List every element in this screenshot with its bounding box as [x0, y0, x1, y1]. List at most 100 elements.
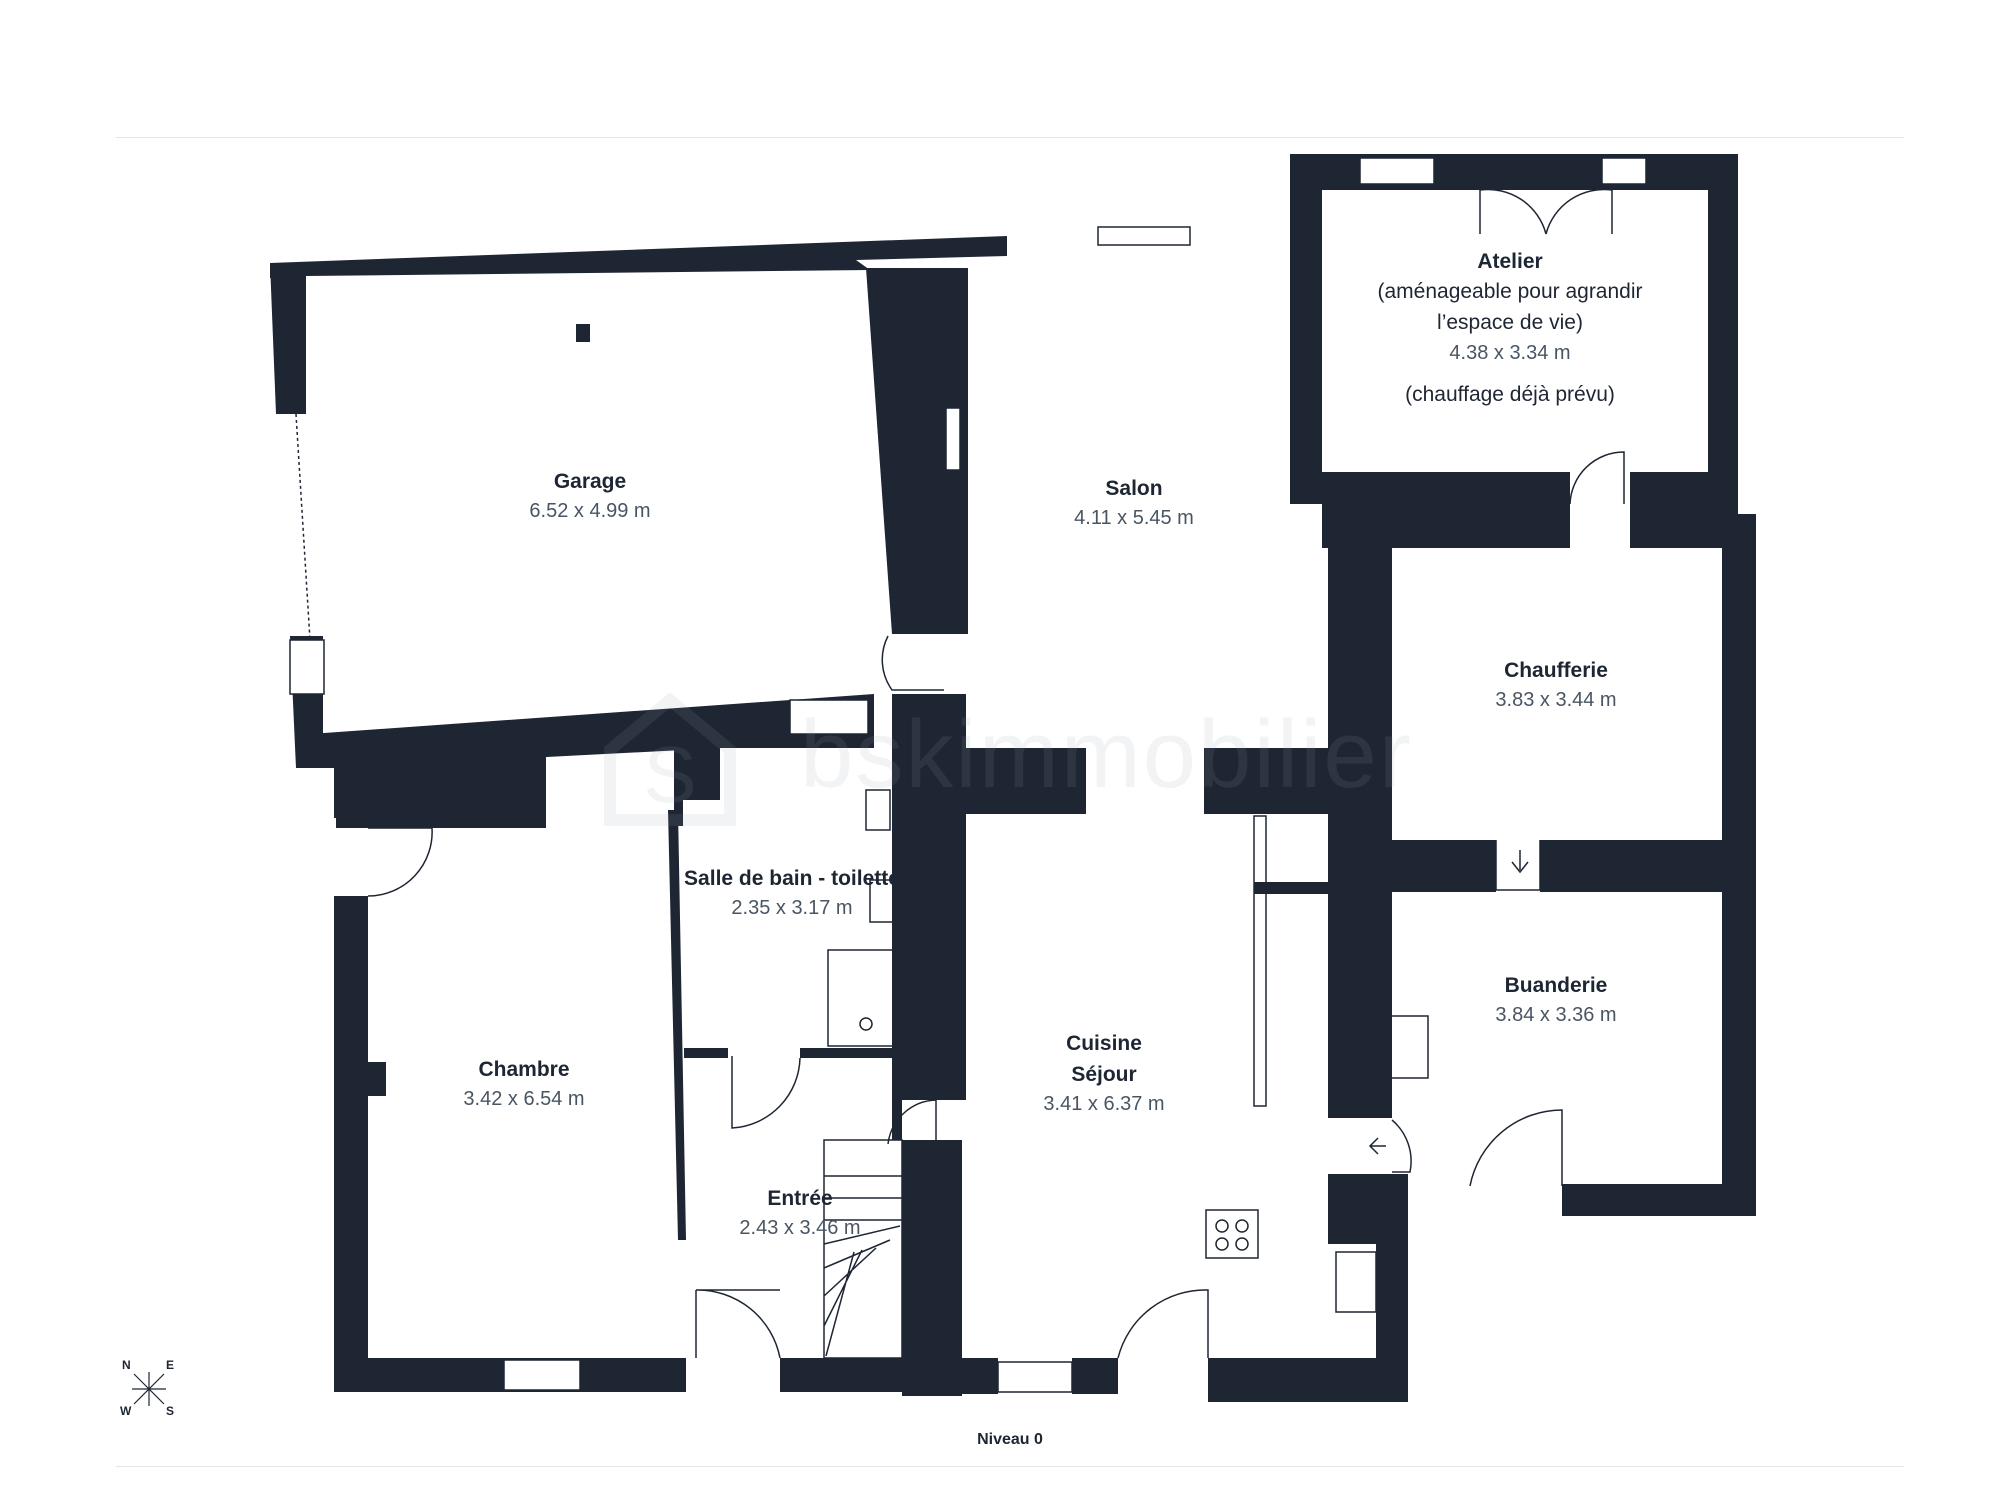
window-chambre-bottom: [503, 1359, 581, 1391]
room-atelier-sub1: (aménageable pour agrandir: [1377, 280, 1643, 303]
wall-garage-top: [270, 236, 1007, 278]
bottom-divider: [116, 1466, 1904, 1467]
room-atelier-sub2: l’espace de vie): [1437, 311, 1583, 334]
staircase: [823, 1139, 903, 1359]
room-atelier-note: (chauffage déjà prévu): [1405, 383, 1615, 406]
wall-atelier-right: [1708, 154, 1738, 514]
burner-2: [1235, 1219, 1249, 1233]
wall-garage-bottom: [296, 694, 874, 768]
shower-sdb: [827, 949, 905, 1047]
room-entree-name: Entrée: [767, 1187, 833, 1210]
wall-band: [336, 730, 874, 828]
wall-atelier-top: [1290, 154, 1738, 190]
room-chambre-dim: 3.42 x 6.54 m: [463, 1088, 585, 1110]
wall-bottom-cuisine-mid: [1072, 1358, 1118, 1394]
room-entree-dim: 2.43 x 3.46 m: [739, 1217, 861, 1239]
wall-buanderie-bottom: [1562, 1184, 1756, 1216]
burner-3: [1215, 1237, 1229, 1251]
room-salon-dim: 4.11 x 5.45 m: [1074, 507, 1194, 529]
wall-salon-right: [1328, 504, 1392, 816]
door-atelier-bottom: [1569, 451, 1625, 505]
room-salle-de-bain-dim: 2.35 x 3.17 m: [731, 897, 853, 919]
wall-bottom-cuisine-left: [938, 1358, 998, 1394]
window-garage-left: [289, 639, 325, 695]
room-cuisine-dim: 3.41 x 6.37 m: [1043, 1093, 1165, 1115]
sink-sdb-2: [869, 879, 899, 923]
wall-buanderie-right: [1722, 850, 1756, 1216]
wall-atelier-left: [1290, 154, 1322, 504]
wall-sdb-left: [668, 810, 686, 1240]
room-salle-de-bain-name: Salle de bain - toilette: [684, 867, 900, 890]
room-cuisine-name2: Séjour: [1071, 1063, 1137, 1086]
wall-garage-right: [866, 268, 968, 634]
room-salle-de-bain: Salle de bain - toilette 2.35 x 3.17 m: [684, 865, 900, 924]
wall-bottom-mid: [780, 1358, 938, 1392]
watermark: S bskimmobilier: [600, 690, 1430, 830]
wall-mid-left: [966, 748, 1086, 814]
door-cuisine-front: [1117, 1289, 1209, 1359]
compass-w: W: [120, 1404, 132, 1418]
room-chaufferie-name: Chaufferie: [1504, 659, 1608, 682]
room-garage-name: Garage: [553, 470, 627, 493]
room-buanderie-name: Buanderie: [1504, 974, 1608, 997]
garage-door-line: [295, 413, 311, 641]
garage-pillar: [576, 324, 590, 342]
room-atelier-dim: 4.38 x 3.34 m: [1449, 342, 1571, 364]
wall-chambre-left-stub: [366, 1062, 386, 1096]
window-cuisine-bottom: [997, 1361, 1073, 1393]
door-atelier-double: [1479, 188, 1613, 235]
room-garage-dim: 6.52 x 4.99 m: [529, 500, 651, 522]
window-band: [789, 699, 869, 735]
wall-sdb-bottom-left: [684, 1048, 728, 1058]
cooktop: [1205, 1209, 1259, 1259]
door-sdb: [731, 1056, 801, 1129]
wall-spine: [892, 790, 966, 1140]
wall-mid-right: [1204, 748, 1328, 814]
window-atelier-1: [1359, 157, 1435, 185]
wall-bottom-cuisine-right: [1208, 1358, 1408, 1402]
compass: N E W S: [118, 1358, 180, 1420]
wall-east-column: [1328, 816, 1392, 1118]
cuisine-cabinet-right: [1253, 815, 1267, 1107]
wall-band-left: [334, 760, 366, 818]
room-atelier: Atelier (aménageable pour agrandir l’esp…: [1377, 248, 1642, 410]
window-salon-top: [1097, 226, 1191, 246]
compass-n: N: [122, 1358, 131, 1372]
room-buanderie-dim: 3.84 x 3.36 m: [1495, 1004, 1617, 1026]
door-entree-front: [695, 1289, 781, 1359]
wall-garage-left: [270, 263, 306, 414]
room-chambre: Chambre 3.42 x 6.54 m: [463, 1056, 584, 1115]
top-divider: [116, 137, 1904, 138]
sink-sdb-1: [865, 789, 891, 831]
wall-atelier-bottom-right: [1630, 472, 1738, 548]
doors: [367, 188, 1625, 1359]
compass-rose-icon: [132, 1372, 166, 1406]
wall-chambre-left: [334, 896, 368, 1392]
wall-chauf-buand-right: [1540, 840, 1756, 892]
burner-1: [1215, 1219, 1229, 1233]
wall-sdb-bottom-right: [800, 1048, 896, 1058]
room-chaufferie-dim: 3.83 x 3.44 m: [1495, 689, 1617, 711]
wall-stair-right: [902, 1140, 962, 1396]
door-chambre: [367, 827, 433, 897]
room-buanderie: Buanderie 3.84 x 3.36 m: [1495, 972, 1616, 1031]
compass-e: E: [166, 1358, 175, 1372]
watermark-text: bskimmobilier: [800, 701, 1413, 808]
room-entree: Entrée 2.43 x 3.46 m: [739, 1185, 860, 1244]
room-cuisine: Cuisine Séjour 3.41 x 6.37 m: [1043, 1030, 1164, 1120]
wall-chaufferie-right: [1722, 514, 1756, 850]
door-garage-salon: [881, 635, 944, 691]
room-garage: Garage 6.52 x 4.99 m: [529, 468, 650, 527]
window-atelier-2: [1601, 157, 1647, 185]
room-salon: Salon 4.11 x 5.45 m: [1074, 475, 1194, 534]
windows: [289, 157, 1647, 1393]
door-entree-cuisine: [887, 1099, 937, 1145]
room-chambre-name: Chambre: [478, 1058, 570, 1081]
door-chaufferie: [1495, 840, 1541, 891]
room-chaufferie: Chaufferie 3.83 x 3.44 m: [1495, 657, 1616, 716]
door-buanderie: [1469, 1109, 1563, 1187]
watermark-logo-icon: S: [604, 692, 736, 826]
cabinet-cuisine: [1335, 1251, 1377, 1313]
svg-text:S: S: [643, 730, 696, 819]
